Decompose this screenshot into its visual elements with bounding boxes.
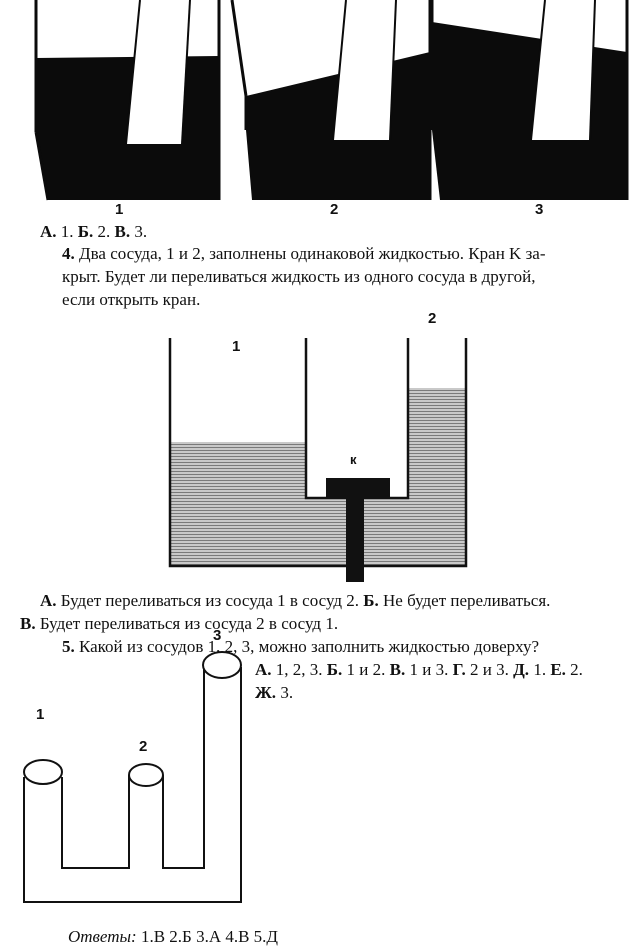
q3-option-a-text: 1. bbox=[56, 222, 78, 241]
q3-answer-options: А. 1. Б. 2. В. 3. bbox=[40, 221, 147, 243]
q5-option-f-letter: Е. bbox=[550, 660, 566, 679]
answers-label: Ответы: bbox=[68, 927, 137, 946]
answers-footer: Ответы: 1.В 2.Б 3.А 4.В 5.Д bbox=[68, 926, 278, 948]
q4-question-line-1: 4. Два сосуда, 1 и 2, заполнены одинаков… bbox=[62, 243, 546, 265]
q5-connecting-base bbox=[23, 667, 242, 903]
q5-option-c-letter: В. bbox=[389, 660, 406, 679]
q4-valve-handle bbox=[326, 478, 390, 498]
q3-option-b-text: 2. bbox=[93, 222, 115, 241]
q3-vessel-2-label: 2 bbox=[330, 201, 339, 218]
q4-option-b-text: Не будет переливаться. bbox=[378, 591, 551, 610]
q5-cylinder-3-top bbox=[202, 651, 242, 679]
q4-question-line-2: крыт. Будет ли переливаться жидкость из … bbox=[62, 267, 536, 286]
q4-question-text-1: Два сосуда, 1 и 2, заполнены одинаковой … bbox=[79, 244, 546, 263]
q5-option-d-text: 2 и 3. bbox=[465, 660, 514, 679]
q5-option-g-text: 3. bbox=[276, 683, 294, 702]
q5-option-f-text: 2. bbox=[565, 660, 583, 679]
q3-vessel-1-inner-tube bbox=[126, 0, 190, 144]
q5-number: 5. bbox=[62, 637, 75, 656]
q5-cylinder-2-label: 2 bbox=[139, 738, 148, 755]
q4-valve-stem bbox=[346, 498, 364, 582]
q3-option-c-text: 3. bbox=[130, 222, 148, 241]
q3-option-a-letter: А. bbox=[40, 222, 57, 241]
q4-option-b-letter: Б. bbox=[363, 591, 379, 610]
q3-vessel-2-inner-tube bbox=[333, 0, 396, 140]
q4-vessel-1-label: 1 bbox=[232, 338, 241, 355]
answers-text: 1.В 2.Б 3.А 4.В 5.Д bbox=[136, 927, 279, 946]
q4-liquid bbox=[170, 388, 466, 566]
q4-option-c-text: Будет переливаться из сосуда 2 в сосуд 1… bbox=[35, 614, 339, 633]
q4-question-line-3: если открыть кран. bbox=[62, 290, 201, 309]
q5-question-text: Какой из сосудов 1, 2, 3, можно заполнит… bbox=[79, 637, 540, 656]
q5-question: 5. Какой из сосудов 1, 2, 3, можно запол… bbox=[62, 636, 539, 658]
q3-vessel-3-inner-tube bbox=[531, 0, 595, 140]
q5-option-a-text: 1, 2, 3. bbox=[271, 660, 327, 679]
q3-vessel-1-label: 1 bbox=[115, 201, 124, 218]
q4-option-a-letter: А. bbox=[40, 591, 57, 610]
q5-option-e-letter: Д. bbox=[513, 660, 530, 679]
q5-answer-line-1: А. 1, 2, 3. Б. 1 и 2. В. 1 и 3. Г. 2 и 3… bbox=[255, 659, 583, 681]
q3-vessel-3-label: 3 bbox=[535, 201, 544, 218]
q4-option-c-letter: В. bbox=[20, 614, 36, 633]
q5-option-e-text: 1. bbox=[529, 660, 551, 679]
q5-option-g-letter: Ж. bbox=[255, 683, 277, 702]
q3-option-c-letter: В. bbox=[114, 222, 131, 241]
q5-cylinder-2-top bbox=[128, 763, 164, 787]
q3-vessels-figure bbox=[34, 0, 629, 201]
q5-cylinder-1-top bbox=[23, 759, 63, 785]
q5-answer-line-2: Ж. 3. bbox=[255, 682, 293, 704]
q5-option-b-letter: Б. bbox=[326, 660, 343, 679]
q3-option-b-letter: Б. bbox=[77, 222, 94, 241]
q4-vessel-2-label: 2 bbox=[428, 310, 437, 327]
q5-cylinder-1-label: 1 bbox=[36, 706, 45, 723]
q5-option-b-text: 1 и 2. bbox=[342, 660, 390, 679]
q4-answer-line-2: В. Будет переливаться из сосуда 2 в сосу… bbox=[20, 613, 338, 635]
q4-number: 4. bbox=[62, 244, 75, 263]
q4-option-a-text: Будет переливаться из сосуда 1 в сосуд 2… bbox=[56, 591, 364, 610]
q4-answer-line-1: А. Будет переливаться из сосуда 1 в сосу… bbox=[40, 590, 550, 612]
q5-option-d-letter: Г. bbox=[452, 660, 466, 679]
q5-cylinder-3-label: 3 bbox=[213, 627, 222, 644]
q4-valve-label: к bbox=[350, 452, 357, 467]
q5-option-a-letter: А. bbox=[255, 660, 272, 679]
q5-option-c-text: 1 и 3. bbox=[405, 660, 453, 679]
